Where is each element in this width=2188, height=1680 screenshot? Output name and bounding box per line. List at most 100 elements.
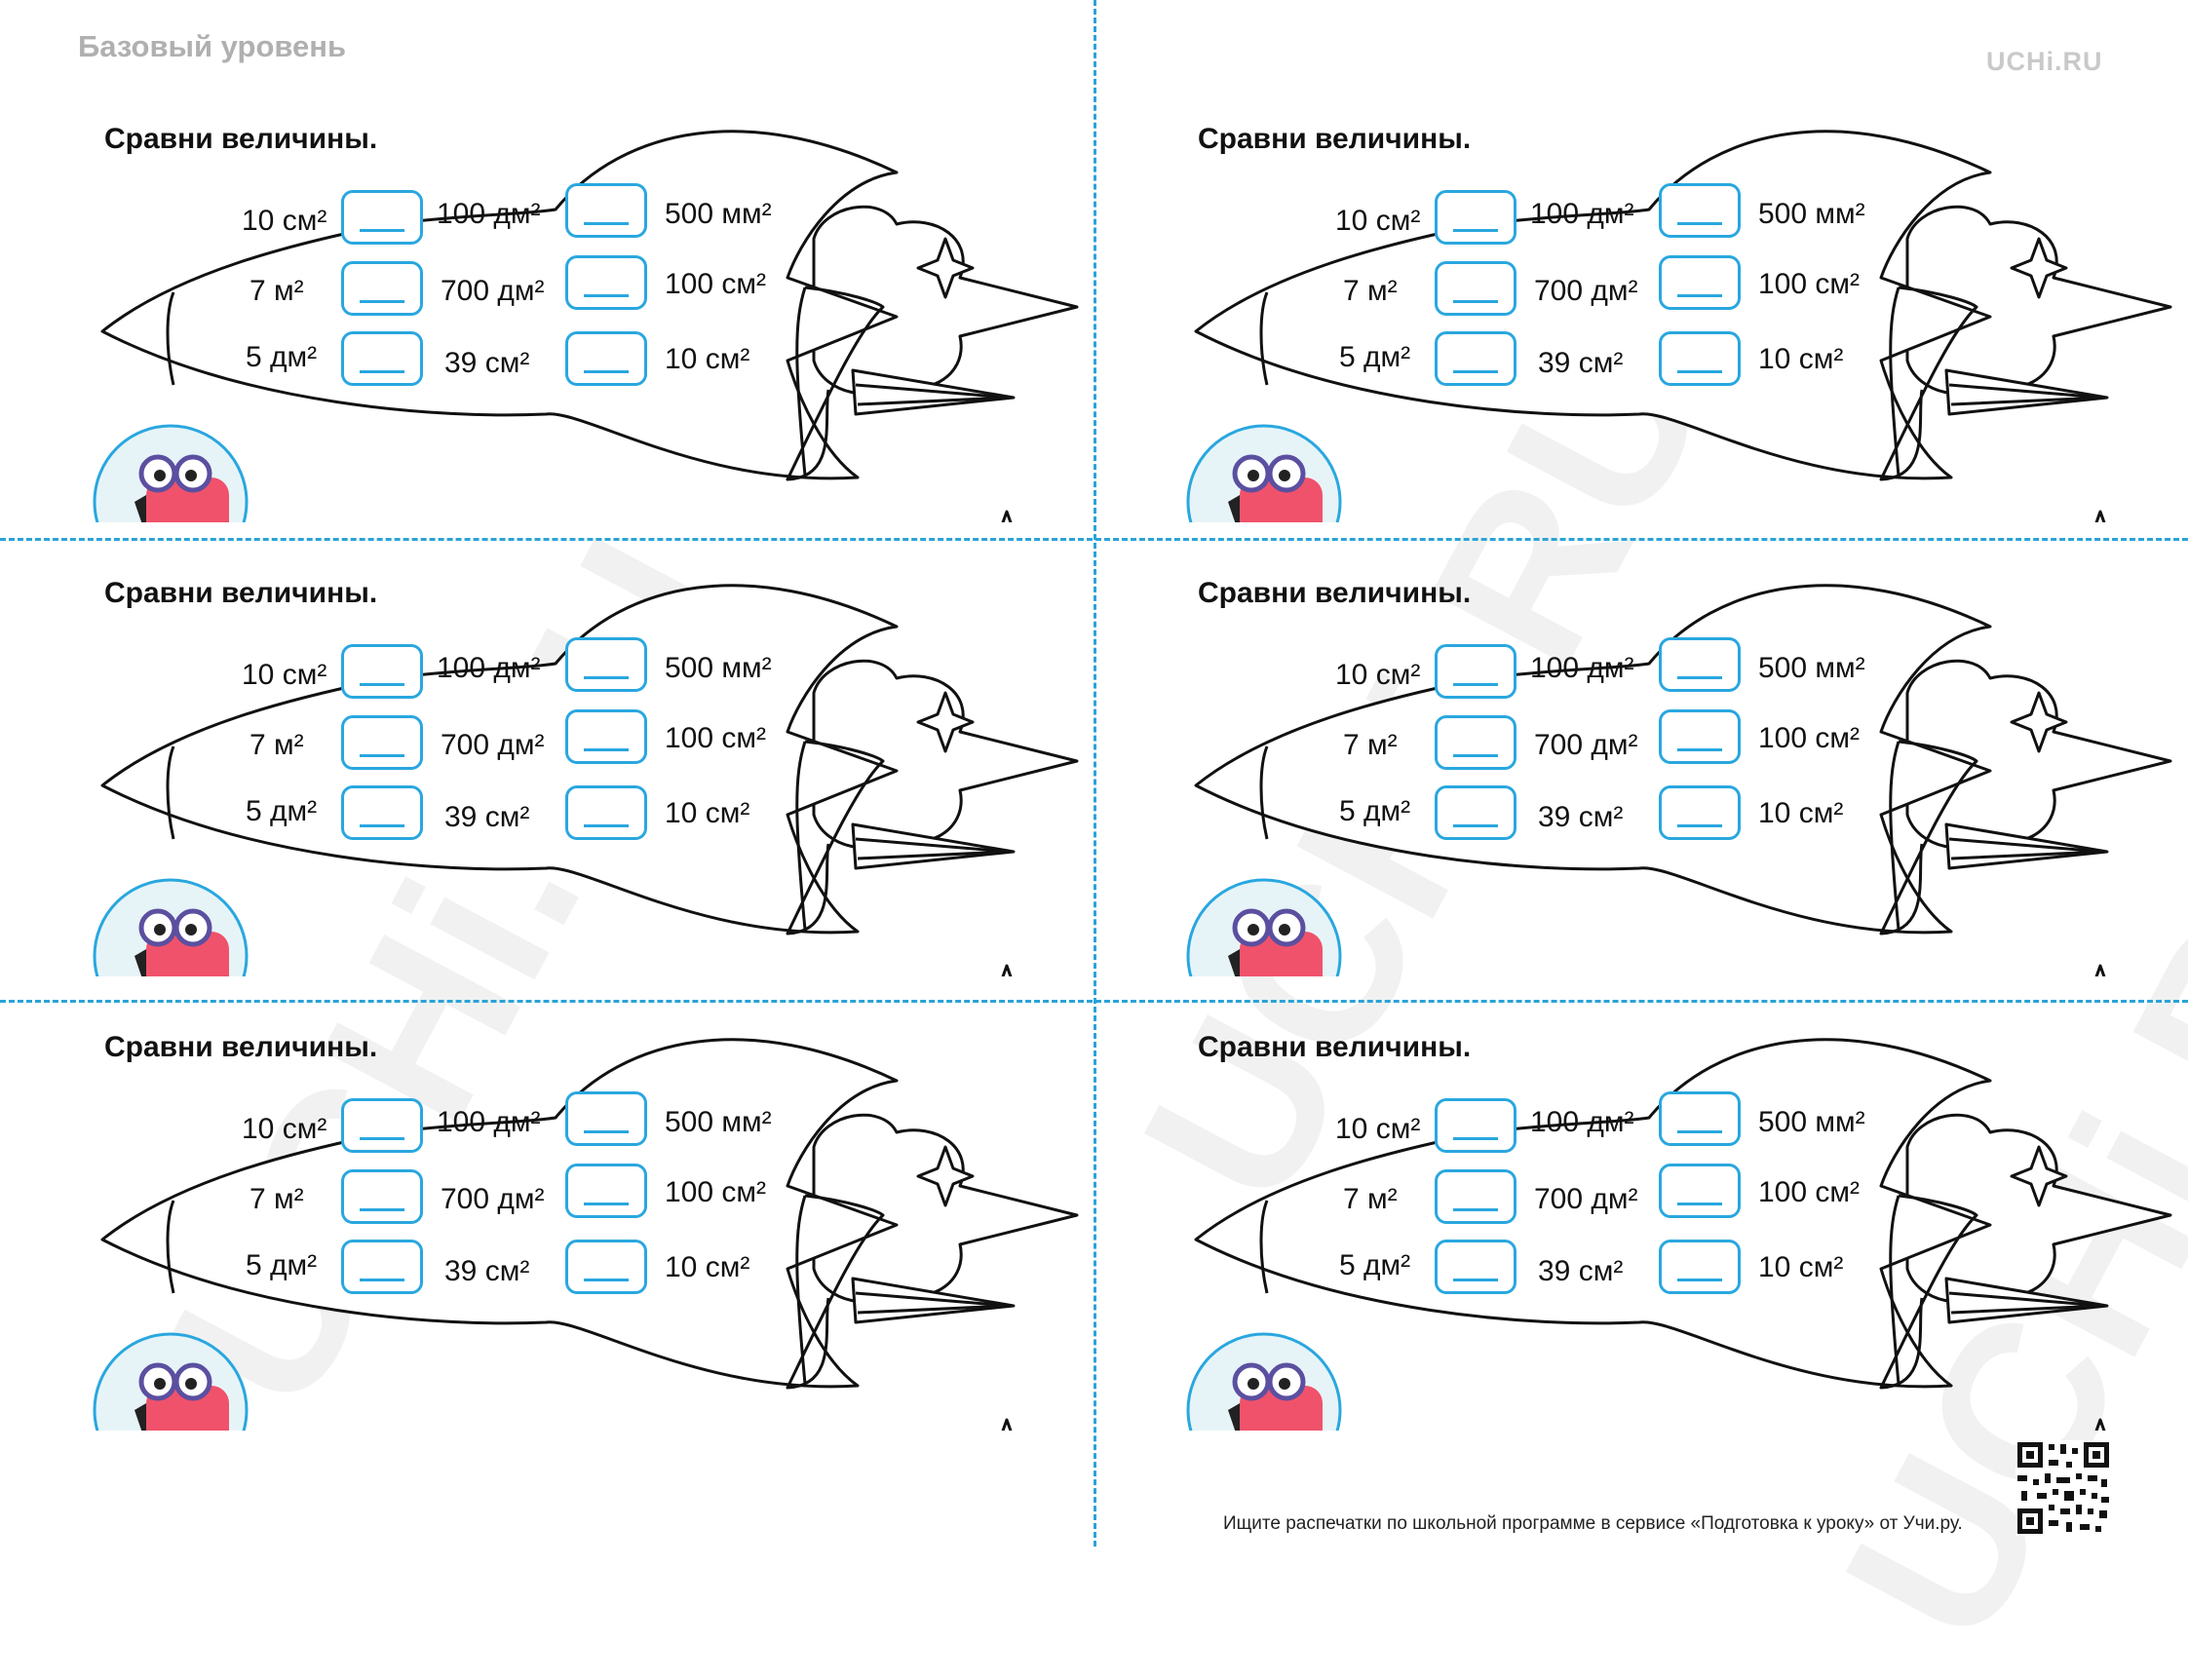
row3-compare-box-2[interactable] bbox=[565, 331, 647, 386]
row2-compare-box-2[interactable] bbox=[565, 709, 647, 764]
row2-middle-value: 700 дм² bbox=[1534, 1183, 1638, 1215]
rocket-illustration bbox=[1186, 1038, 2172, 1431]
rocket-illustration bbox=[93, 1038, 1079, 1431]
sparkle-star-icon bbox=[2010, 691, 2068, 753]
row1-compare-box-2[interactable] bbox=[1659, 1091, 1741, 1146]
rocket-nozzle bbox=[1889, 286, 1900, 477]
row2-left-value: 7 м² bbox=[1343, 729, 1398, 761]
row2-compare-box-1[interactable] bbox=[341, 1169, 423, 1224]
row1-right-value: 500 мм² bbox=[1758, 1106, 1865, 1138]
row3-compare-box-1[interactable] bbox=[341, 785, 423, 840]
row2-compare-box-1[interactable] bbox=[1435, 1169, 1516, 1224]
row1-compare-box-2[interactable] bbox=[565, 637, 647, 692]
row2-left-value: 7 м² bbox=[1343, 1183, 1398, 1215]
row3-compare-box-2[interactable] bbox=[1659, 1240, 1741, 1294]
row2-compare-box-2[interactable] bbox=[1659, 255, 1741, 310]
row2-compare-box-2[interactable] bbox=[1659, 1164, 1741, 1218]
row2-compare-box-1[interactable] bbox=[1435, 715, 1516, 770]
row2-middle-value: 700 дм² bbox=[441, 729, 545, 761]
sparkle-star-icon bbox=[916, 691, 975, 753]
row1-compare-box-1[interactable] bbox=[1435, 1098, 1516, 1153]
dino-astronaut-mascot bbox=[1186, 424, 1342, 522]
card-title: Сравни величины. bbox=[1198, 123, 1472, 155]
row1-compare-box-1[interactable] bbox=[1435, 190, 1516, 245]
row3-compare-box-2[interactable] bbox=[565, 785, 647, 840]
rocket-nozzle bbox=[1889, 741, 1900, 931]
row1-left-value: 10 см² bbox=[1335, 205, 1421, 237]
row2-middle-value: 700 дм² bbox=[1534, 275, 1638, 307]
cut-line-vertical bbox=[1094, 0, 1096, 1546]
row2-right-value: 100 см² bbox=[665, 268, 767, 300]
row3-compare-box-1[interactable] bbox=[1435, 1240, 1516, 1294]
rocket-nozzle bbox=[795, 741, 807, 931]
sparkle-star-icon bbox=[2094, 510, 2106, 522]
row2-right-value: 100 см² bbox=[665, 722, 767, 754]
rocket-nose-line bbox=[1259, 1200, 1269, 1294]
row1-middle-value: 100 дм² bbox=[1530, 1106, 1634, 1138]
row1-right-value: 500 мм² bbox=[1758, 652, 1865, 684]
worksheet-card: Сравни величины. 10 см² 100 дм² 500 мм² … bbox=[0, 68, 1094, 522]
row1-compare-box-2[interactable] bbox=[1659, 183, 1741, 238]
row1-middle-value: 100 дм² bbox=[437, 1106, 541, 1138]
rocket-spike-inner bbox=[1948, 1291, 2104, 1315]
row1-compare-box-1[interactable] bbox=[341, 1098, 423, 1153]
row3-compare-box-1[interactable] bbox=[341, 331, 423, 386]
worksheet-card: Сравни величины. 10 см² 100 дм² 500 мм² … bbox=[1094, 68, 2187, 522]
worksheet-card: Сравни величины. 10 см² 100 дм² 500 мм² … bbox=[1094, 976, 2187, 1431]
sparkle-star-icon bbox=[1001, 510, 1013, 522]
row3-compare-box-1[interactable] bbox=[1435, 785, 1516, 840]
row1-middle-value: 100 дм² bbox=[437, 652, 541, 684]
row1-left-value: 10 см² bbox=[242, 659, 327, 691]
row3-left-value: 5 дм² bbox=[1339, 341, 1411, 373]
row3-compare-box-1[interactable] bbox=[341, 1240, 423, 1294]
row1-compare-box-1[interactable] bbox=[341, 190, 423, 245]
rocket-tail bbox=[786, 740, 885, 935]
row3-compare-box-1[interactable] bbox=[1435, 331, 1516, 386]
row2-compare-box-1[interactable] bbox=[341, 261, 423, 316]
row3-right-value: 10 см² bbox=[1758, 1251, 1844, 1283]
row3-left-value: 5 дм² bbox=[246, 341, 318, 373]
sparkle-star-icon bbox=[916, 237, 975, 299]
cut-line-horizontal bbox=[0, 538, 2188, 541]
row2-right-value: 100 см² bbox=[1758, 722, 1861, 754]
row1-middle-value: 100 дм² bbox=[437, 198, 541, 230]
row1-left-value: 10 см² bbox=[1335, 1113, 1421, 1145]
dino-astronaut-mascot bbox=[93, 1332, 249, 1431]
worksheet-card: Сравни величины. 10 см² 100 дм² 500 мм² … bbox=[0, 976, 1094, 1431]
row1-compare-box-1[interactable] bbox=[1435, 644, 1516, 699]
sparkle-star-icon bbox=[2010, 1145, 2068, 1207]
sparkle-star-icon bbox=[1001, 1418, 1013, 1431]
row1-compare-box-2[interactable] bbox=[565, 1091, 647, 1146]
row3-compare-box-2[interactable] bbox=[1659, 331, 1741, 386]
row2-compare-box-2[interactable] bbox=[565, 255, 647, 310]
dino-astronaut-mascot bbox=[1186, 878, 1342, 976]
card-title: Сравни величины. bbox=[1198, 577, 1472, 609]
row3-compare-box-2[interactable] bbox=[565, 1240, 647, 1294]
worksheet-card: Сравни величины. 10 см² 100 дм² 500 мм² … bbox=[1094, 522, 2187, 976]
card-title: Сравни величины. bbox=[1198, 1031, 1472, 1063]
row3-middle-value: 39 см² bbox=[1538, 801, 1624, 833]
row2-compare-box-2[interactable] bbox=[565, 1164, 647, 1218]
row1-compare-box-2[interactable] bbox=[565, 183, 647, 238]
rocket-illustration bbox=[1186, 130, 2172, 522]
row3-right-value: 10 см² bbox=[665, 343, 750, 375]
rocket-spike-inner bbox=[855, 837, 1011, 860]
row2-compare-box-2[interactable] bbox=[1659, 709, 1741, 764]
row3-left-value: 5 дм² bbox=[246, 795, 318, 827]
dino-astronaut-mascot bbox=[1186, 1332, 1342, 1431]
rocket-nose-line bbox=[1259, 745, 1269, 840]
level-label: Базовый уровень bbox=[78, 29, 347, 63]
row3-compare-box-2[interactable] bbox=[1659, 785, 1741, 840]
row2-compare-box-1[interactable] bbox=[1435, 261, 1516, 316]
row2-right-value: 100 см² bbox=[1758, 268, 1861, 300]
rocket-spike-inner bbox=[1948, 383, 2104, 406]
card-title: Сравни величины. bbox=[104, 123, 378, 155]
rocket-nose-line bbox=[166, 745, 175, 840]
dino-astronaut-mascot bbox=[93, 878, 249, 976]
row1-compare-box-1[interactable] bbox=[341, 644, 423, 699]
rocket-nose-line bbox=[166, 1200, 175, 1294]
row1-compare-box-2[interactable] bbox=[1659, 637, 1741, 692]
row2-compare-box-1[interactable] bbox=[341, 715, 423, 770]
row1-middle-value: 100 дм² bbox=[1530, 652, 1634, 684]
card-title: Сравни величины. bbox=[104, 577, 378, 609]
